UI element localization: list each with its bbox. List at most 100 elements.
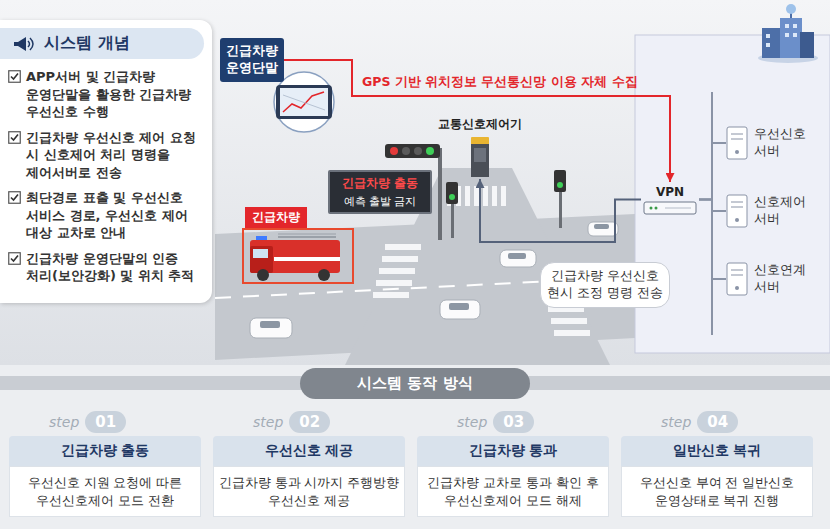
terminal-tablet <box>283 92 324 112</box>
building-icon <box>780 18 802 58</box>
node-label: 교통신호제어기 <box>432 116 528 133</box>
car <box>250 318 292 338</box>
step-title: 우선신호 제공 <box>213 436 405 466</box>
traffic-light <box>557 182 563 188</box>
sign-text: 긴급차량 출동 <box>334 175 426 192</box>
step-number: 03 <box>493 411 534 433</box>
step-number: 04 <box>697 411 738 433</box>
road <box>379 268 415 274</box>
step-card: step01긴급차량 출동우선신호 지원 요청에 따른 우선신호제어 모드 전환 <box>9 408 201 517</box>
traffic-light <box>554 170 566 192</box>
concept-panel: 시스템 개념 APP서버 및 긴급차량 운영단말을 활용한 긴급차량 우선신호 수… <box>0 20 212 303</box>
traffic-light <box>426 147 434 155</box>
road <box>465 186 470 206</box>
traffic-light <box>414 147 422 155</box>
road <box>551 318 587 324</box>
terminal-tablet <box>283 95 325 110</box>
bullet-item: APP서버 및 긴급차량 운영단말을 활용한 긴급차량 우선신호 수행 <box>8 68 204 121</box>
fire-truck <box>318 269 330 281</box>
step-row: step 04 <box>621 408 813 436</box>
node-label: VPN <box>641 185 699 199</box>
callout-bubble: 긴급차량 우선신호 현시 조정 명령 전송 <box>540 262 670 308</box>
fire-truck <box>274 257 340 261</box>
fire-truck <box>257 269 269 281</box>
step-label: step <box>253 414 283 430</box>
step-card: step03긴급차량 통과긴급차량 교차로 통과 확인 후 우선신호제어 모드 … <box>417 408 609 517</box>
car <box>508 253 526 259</box>
connector <box>699 200 726 280</box>
server-symbol <box>726 262 748 296</box>
building-icon <box>800 32 814 58</box>
terminal-tablet <box>276 85 332 119</box>
checkbox-icon <box>8 252 21 265</box>
bullet-text: 최단경로 표출 및 우선신호 서비스 경로, 우선신호 제어 대상 교차로 안내 <box>26 189 204 242</box>
bullet-text: APP서버 및 긴급차량 운영단말을 활용한 긴급차량 우선신호 수행 <box>26 68 204 121</box>
road <box>474 186 479 206</box>
panel-header: 시스템 개념 <box>0 28 204 59</box>
checkbox-icon <box>8 70 21 83</box>
building-icon <box>766 34 770 38</box>
server-box: 우선신호 서버 <box>726 126 810 160</box>
node-label: 우선신호 서버 <box>754 126 810 160</box>
step-row: step 03 <box>417 408 609 436</box>
server-box: 신호연계 서버 <box>726 262 810 296</box>
building-icon <box>785 24 789 28</box>
server-box: 신호제어 서버 <box>726 194 810 228</box>
fire-truck <box>243 229 353 283</box>
bullet-item: 최단경로 표출 및 우선신호 서비스 경로, 우선신호 제어 대상 교차로 안내 <box>8 189 204 242</box>
road <box>382 256 418 262</box>
signal-controller: 교통신호제어기 <box>432 116 528 179</box>
node-label: 시스템 동작 방식 <box>300 374 530 393</box>
road <box>373 292 409 298</box>
server-symbol <box>726 194 748 228</box>
step-description: 긴급차량 통과 시까지 주행방향 우선신호 제공 <box>213 466 405 517</box>
checkbox-icon <box>8 131 21 144</box>
node-label: 신호제어 서버 <box>754 194 810 228</box>
step-label: step <box>457 414 487 430</box>
traffic-light <box>451 200 454 238</box>
megaphone-icon <box>12 35 36 53</box>
car <box>594 224 609 229</box>
road <box>483 186 488 206</box>
warning-sign: 긴급차량 출동예측 출발 금지 <box>328 170 432 214</box>
step-description: 우선신호 지원 요청에 따른 우선신호제어 모드 전환 <box>9 466 201 517</box>
road <box>501 186 506 206</box>
bullet-text: 긴급차량 운영단말의 인증 처리(보안강화) 및 위치 추적 <box>26 250 204 285</box>
step-number: 02 <box>289 411 330 433</box>
server-symbol <box>726 126 748 160</box>
step-row: step01 <box>9 408 201 436</box>
sign-text: 예측 출발 금지 <box>334 194 426 209</box>
background <box>0 365 830 529</box>
building-icon <box>786 4 796 14</box>
node-label: 신호연계 서버 <box>754 262 810 296</box>
bullet-text: 긴급차량 우선신호 제어 요청 시 신호제어 처리 명령을 제어서버로 전송 <box>26 129 204 182</box>
fire-truck <box>250 246 273 273</box>
terminal-tablet <box>280 88 328 116</box>
vehicle-label: 긴급차량 <box>245 207 307 228</box>
bullet-item: 긴급차량 운영단말의 인증 처리(보안강화) 및 위치 추적 <box>8 250 204 285</box>
traffic-light <box>385 144 440 158</box>
building-icon <box>758 4 818 63</box>
connector <box>480 179 641 242</box>
step-number: 01 <box>85 411 126 433</box>
edge-label: GPS 기반 위치정보 무선통신망 이용 자체 수집 <box>362 74 638 91</box>
terminal-label: 긴급차량 운영단말 <box>220 38 284 82</box>
road <box>385 244 421 250</box>
traffic-light <box>402 147 410 155</box>
fire-truck <box>250 240 340 273</box>
road <box>492 186 497 206</box>
fire-truck <box>253 249 268 258</box>
building-icon <box>762 28 780 58</box>
building-icon <box>793 33 797 37</box>
fire-truck <box>278 236 336 238</box>
step-title: 긴급차량 출동 <box>9 436 201 466</box>
step-label: step <box>661 414 691 430</box>
road <box>554 330 590 336</box>
connector <box>284 60 670 182</box>
car <box>440 300 480 319</box>
bullet-item: 긴급차량 우선신호 제어 요청 시 신호제어 처리 명령을 제어서버로 전송 <box>8 129 204 182</box>
vpn-symbol <box>643 201 697 215</box>
server-panel <box>711 92 713 335</box>
